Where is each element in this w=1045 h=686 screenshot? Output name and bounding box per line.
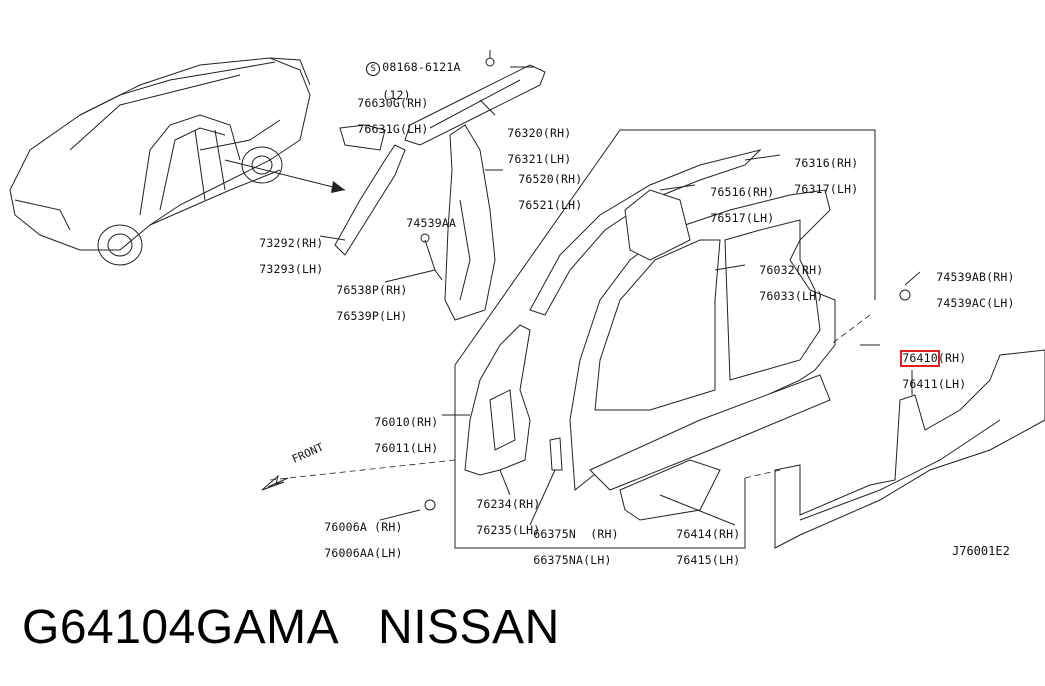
callout-76032: 76032(RH) 76033(LH) [745,251,823,303]
parts-diagram [9,50,1045,549]
side-label: (RH) [986,270,1015,284]
callout-76234: 76234(RH) 76235(LH) [462,485,540,537]
part-number[interactable]: 76631G [357,122,400,136]
side-label: (LH) [583,553,612,567]
part-number[interactable]: 74539AB [936,270,987,284]
side-label: (LH) [542,152,572,166]
part-number-highlighted[interactable]: 76410 [900,350,940,367]
part-number[interactable]: 76235 [476,523,512,537]
quantity-label: (12) [382,88,411,102]
part-number[interactable]: 66375N [533,527,576,541]
side-label: (RH) [542,126,572,140]
side-label: (LH) [379,309,408,323]
part-number[interactable]: 08168-6121A [382,60,461,74]
side-label: (LH) [794,289,824,303]
callout-76630G: 76630G(RH) 76631G(LH) [343,84,429,136]
bolt-s-symbol: S [366,62,381,76]
part-number[interactable]: 73293 [259,262,295,276]
part-number[interactable]: 76006A [324,520,367,534]
diagram-code: J76001E2 [952,544,1010,558]
part-number[interactable]: 76516 [710,185,746,199]
part-number[interactable]: 76539P [336,309,379,323]
callout-76410: 76410(RH) 76411(LH) [888,339,966,391]
part-number[interactable]: 76316 [794,156,830,170]
part-number[interactable]: 76321 [507,152,543,166]
callout-73292: 73292(RH) 73293(LH) [245,224,323,276]
part-number[interactable]: 76520 [518,172,554,186]
leader-lines [269,66,921,526]
part-number[interactable]: 66375NA [533,553,584,567]
callout-76320: 76320(RH) 76321(LH) [493,114,571,166]
side-label: (RH) [794,263,824,277]
side-label: (RH) [294,236,324,250]
page-title: G64104GAMA NISSAN [22,601,560,654]
side-label: (LH) [400,122,429,136]
callout-66375N: 66375N (RH) 66375NA(LH) [519,515,619,567]
part-number[interactable]: 76521 [518,198,554,212]
side-label: (RH) [400,96,429,110]
part-number[interactable]: 76411 [902,377,938,391]
side-label: (LH) [409,441,439,455]
part-number[interactable]: 76010 [374,415,410,429]
part-number[interactable]: 76630G [357,96,400,110]
callout-76414: 76414(RH) 76415(LH) [662,515,740,567]
side-label: (RH) [590,527,619,541]
side-label: (RH) [829,156,859,170]
side-label: (LH) [711,553,741,567]
side-label: (RH) [374,520,403,534]
side-label: (RH) [937,351,967,365]
side-label: (RH) [511,497,541,511]
part-number[interactable]: 76032 [759,263,795,277]
part-number[interactable]: 74539AC [936,296,987,310]
side-label: (LH) [745,211,775,225]
sill-outer-panel [774,289,1045,549]
part-number[interactable]: 76033 [759,289,795,303]
part-number[interactable]: 76234 [476,497,512,511]
roof-rail-parts [334,50,546,321]
side-label: (RH) [409,415,439,429]
part-number[interactable]: 76320 [507,126,543,140]
callout-76316: 76316(RH) 76317(LH) [780,144,858,196]
side-label: (LH) [937,377,967,391]
side-label: (RH) [711,527,741,541]
car-overview-drawing [9,57,346,266]
part-number[interactable]: 73292 [259,236,295,250]
part-number[interactable]: 76006AA [324,546,375,560]
side-label: (RH) [379,283,408,297]
side-label: (LH) [553,198,583,212]
side-label: (RH) [745,185,775,199]
callout-76010: 76010(RH) 76011(LH) [360,403,438,455]
part-number[interactable]: 76011 [374,441,410,455]
part-number[interactable]: 74539AA [406,216,457,230]
side-label: (LH) [374,546,403,560]
side-label: (LH) [511,523,541,537]
front-pillar-lower [424,324,531,511]
callout-74539AB: 74539AB(RH) 74539AC(LH) [922,258,1015,310]
callout-76516: 76516(RH) 76517(LH) [696,173,774,225]
callout-76538P: 76538P(RH) 76539P(LH) [322,271,408,323]
part-number[interactable]: 76538P [336,283,379,297]
callout-74539AA: 74539AA [392,204,456,230]
main-assembly-frame [454,129,876,549]
body-side-outer-panel [529,149,836,521]
callout-76520: 76520(RH) 76521(LH) [504,160,582,212]
part-number[interactable]: 76317 [794,182,830,196]
side-label: (LH) [829,182,859,196]
callout-76006A: 76006A (RH) 76006AA(LH) [310,508,403,560]
part-number[interactable]: 76415 [676,553,712,567]
part-number[interactable]: 76517 [710,211,746,225]
side-label: (LH) [986,296,1015,310]
front-arrow [261,474,289,491]
side-label: (RH) [553,172,583,186]
part-number[interactable]: 76414 [676,527,712,541]
side-label: (LH) [294,262,324,276]
